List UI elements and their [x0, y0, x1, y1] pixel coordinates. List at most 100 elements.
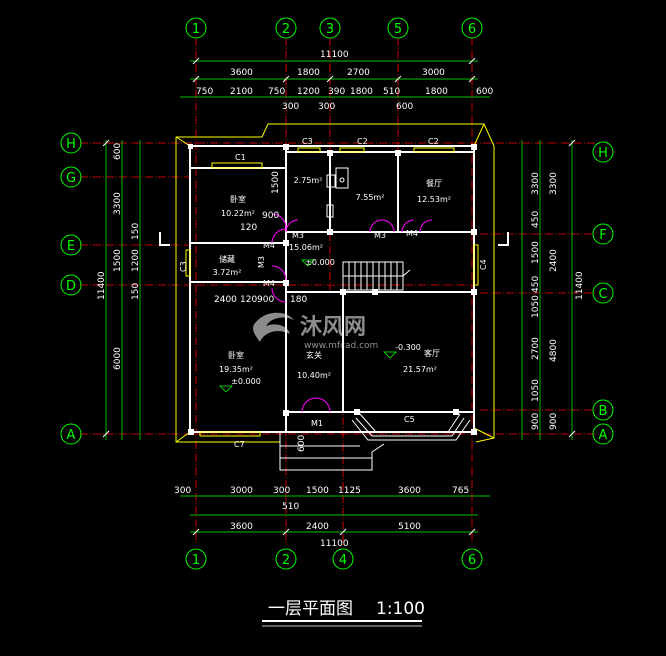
- dim-top-total: 11100: [320, 50, 349, 60]
- axis-top-5: 5: [394, 22, 402, 37]
- dim-right-a6: 1050: [531, 379, 541, 402]
- dim-left-4: 1200: [131, 249, 141, 272]
- eaves-outline: [175, 123, 495, 443]
- axis-bottom-4: 4: [339, 553, 347, 568]
- room-foyer-area: 10.40m²: [297, 371, 331, 380]
- axis-bottom-6: 6: [468, 553, 476, 568]
- opening-labels: C1 C3 C2 C2 C3 C4 C5 C7 M3 M3 M4 M4 M3 M…: [179, 137, 488, 449]
- room-foyer-name: 玄关: [306, 350, 322, 360]
- label-c2-b: C2: [428, 137, 439, 146]
- room-hall-area: 15.06m²: [289, 243, 323, 252]
- bay-window-c5: [351, 413, 471, 441]
- dimension-lines: [105, 60, 573, 533]
- inner-dim-5: 900: [257, 295, 274, 305]
- axis-gridlines: [80, 38, 596, 545]
- dim-top-r2-2: 750: [268, 87, 285, 97]
- dims-bottom: 300 3000 300 1500 1125 3600 765 510 3600…: [174, 486, 469, 549]
- inner-dim-3: 2400: [214, 295, 237, 305]
- label-m3-c: M3: [257, 256, 266, 268]
- dim-top-r2-6: 510: [383, 87, 400, 97]
- room-bedroom-2-name: 卧室: [228, 350, 244, 360]
- dim-top-r1-3: 3000: [422, 68, 445, 78]
- label-c3-left: C3: [179, 261, 188, 272]
- label-m3-b: M3: [374, 231, 386, 240]
- dimension-ticks: [102, 57, 576, 536]
- dim-right-a0: 3300: [531, 172, 541, 195]
- entry-steps: [279, 432, 385, 471]
- room-living-level: -0.300: [395, 343, 421, 352]
- label-m4-b: M4: [263, 241, 275, 250]
- room-labels: 卧室 10.22m² 储藏 3.72m² 卧室 19.35m² ±0.000 2…: [213, 176, 451, 386]
- dim-left-3: 1500: [113, 249, 123, 272]
- dims-top: 11100 3600 1800 2700 3000 750 2100 750 1…: [196, 50, 493, 112]
- dim-bot-r2-2: 5100: [398, 522, 421, 532]
- dim-right-total: 11400: [575, 271, 585, 300]
- dim-right-a4: 1050: [531, 295, 541, 318]
- dim-left-6: 6000: [113, 347, 123, 370]
- label-m4-c: M4: [263, 279, 275, 288]
- room-wc-area: 2.75m²: [294, 176, 323, 185]
- dim-right-b1: 2400: [549, 249, 559, 272]
- dim-bot-r1-0: 300: [174, 486, 191, 496]
- dim-bot-r1-4: 1125: [338, 486, 361, 496]
- dim-right-a7: 900: [531, 413, 541, 430]
- label-c3-top: C3: [302, 137, 313, 146]
- dim-bot-r1-1: 3000: [230, 486, 253, 496]
- axis-right-F: F: [599, 228, 606, 243]
- dim-right-a3: 450: [531, 276, 541, 293]
- dim-bot-r2-1: 2400: [306, 522, 329, 532]
- dim-top-r2-3: 1200: [297, 87, 320, 97]
- dim-left-2: 150: [131, 223, 141, 240]
- dim-top-r2b-2: 600: [396, 102, 413, 112]
- title-scale: 1:100: [376, 599, 425, 619]
- interior-dims: 1500 900 120 2400 120 900 180 600: [214, 171, 307, 452]
- inner-dim-0: 1500: [271, 171, 281, 194]
- axis-right-H: H: [598, 146, 608, 161]
- section-marks: [159, 232, 509, 246]
- dim-top-r1-0: 3600: [230, 68, 253, 78]
- dim-top-r1-1: 1800: [297, 68, 320, 78]
- axis-bottom-2: 2: [282, 553, 290, 568]
- bathroom-fixtures: [326, 167, 349, 218]
- dim-top-r1-2: 2700: [347, 68, 370, 78]
- dim-top-r2-7: 1800: [425, 87, 448, 97]
- axis-right-A: A: [599, 428, 608, 443]
- windows: [185, 147, 479, 437]
- room-storage-area: 3.72m²: [213, 268, 242, 277]
- dim-right-b3: 900: [549, 413, 559, 430]
- dim-right-b2: 4800: [549, 339, 559, 362]
- room-living-name: 客厅: [424, 348, 440, 358]
- watermark-brand: 沐风网: [300, 315, 366, 340]
- dim-bot-r1-6: 765: [452, 486, 469, 496]
- watermark-logo-icon: [253, 312, 294, 342]
- room-storage-name: 储藏: [219, 254, 235, 264]
- axis-top-6: 6: [468, 22, 476, 37]
- axis-left-G: G: [66, 171, 76, 186]
- label-c5: C5: [404, 415, 415, 424]
- dim-left-5: 150: [131, 283, 141, 300]
- dim-right-b0: 3300: [549, 172, 559, 195]
- axis-left-A: A: [67, 428, 76, 443]
- columns: [188, 144, 477, 435]
- dim-bot-r1-5: 3600: [398, 486, 421, 496]
- label-m1: M1: [311, 419, 323, 428]
- label-c7: C7: [234, 440, 245, 449]
- stairs: [342, 261, 411, 291]
- dim-right-a2: 1500: [531, 241, 541, 264]
- drawing-title: 一层平面图 1:100: [262, 599, 425, 627]
- axis-bubbles: [60, 17, 614, 570]
- room-bedroom-2-level: ±0.000: [231, 377, 261, 386]
- dims-left: 11400 600 3300 150 1500 1200 150 6000: [97, 143, 141, 370]
- room-dining-name: 餐厅: [426, 179, 442, 188]
- axis-top-2: 2: [282, 22, 290, 37]
- room-living-area: 21.57m²: [403, 365, 437, 374]
- inner-dim-2: 120: [240, 223, 257, 233]
- room-bedroom-1-name: 卧室: [230, 194, 246, 204]
- axis-top-1: 1: [192, 22, 200, 37]
- label-c4: C4: [479, 259, 488, 270]
- dim-right-a1: 450: [531, 211, 541, 228]
- dim-top-r2b-0: 300: [282, 102, 299, 112]
- dim-top-r2-8: 600: [476, 87, 493, 97]
- room-kitchen-area: 7.55m²: [356, 193, 385, 202]
